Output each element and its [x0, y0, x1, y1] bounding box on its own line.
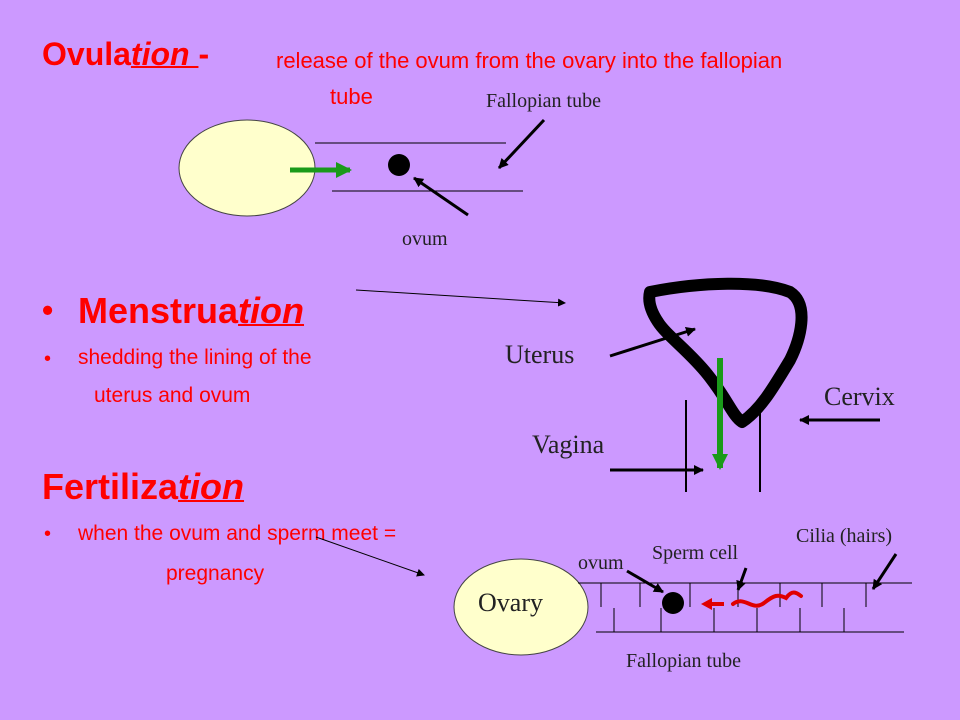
ovulation-title-a: Ovula — [42, 36, 131, 72]
fertilization-title-a: Fertiliza — [42, 466, 179, 507]
fertilization-ovary-shape — [453, 558, 589, 656]
sperm-cell-pointer — [736, 567, 748, 591]
cilia-pointer — [871, 553, 898, 590]
menstruation-heading: Menstruation — [78, 290, 304, 332]
menstruation-bullet: • — [42, 292, 54, 328]
fertilization-fallopian-tube-label: Fallopian tube — [626, 650, 741, 672]
vagina-label: Vagina — [532, 430, 605, 459]
fertilization-heading: Fertilization — [42, 466, 244, 508]
fertilization-pointer — [315, 536, 425, 577]
ovulation-ovum-label: ovum — [402, 228, 448, 250]
ovulation-description-line1: release of the ovum from the ovary into … — [276, 48, 783, 73]
sperm-cell-label: Sperm cell — [652, 542, 739, 564]
ovulation-fallopian-tube-label: Fallopian tube — [486, 90, 601, 112]
uterus-label: Uterus — [505, 340, 575, 369]
sperm-cell-arrowhead — [701, 598, 712, 610]
sperm-cell-tail — [731, 590, 803, 608]
fertilization-title-b: tion — [178, 466, 245, 507]
menstruation-description-line2: uterus and ovum — [94, 384, 251, 407]
fertilization-sub-bullet: • — [44, 523, 52, 545]
cilia-label: Cilia (hairs) — [796, 525, 893, 547]
fertilization-description-line2: pregnancy — [166, 562, 265, 585]
cilia-group — [600, 583, 867, 632]
fertilization-ovum-label: ovum — [578, 552, 624, 574]
menstruation-pointer — [355, 289, 566, 307]
ovulation-title-b: tion — [130, 36, 199, 72]
menstruation-title-b: tion — [238, 290, 305, 331]
uterus-outline — [643, 277, 808, 428]
ovulation-description-line2: tube — [330, 84, 373, 109]
menstruation-description-line1: shedding the lining of the — [78, 346, 312, 369]
menstruation-title-a: Menstrua — [78, 290, 239, 331]
ovulation-ovum-pointer — [413, 176, 469, 217]
ovulation-ovum-dot — [388, 154, 410, 176]
ovulation-title-dash: - — [198, 36, 210, 72]
ovulation-heading: Ovulation - — [42, 36, 209, 73]
ovulation-tube-pointer — [497, 118, 546, 170]
fertilization-ovum-pointer — [626, 569, 664, 594]
fertilization-description-line1: when the ovum and sperm meet = — [78, 522, 397, 545]
uterus-pointer — [609, 326, 696, 358]
fertilization-ovum-dot — [662, 592, 684, 614]
cervix-label: Cervix — [824, 382, 895, 411]
fertilization-ovary-label: Ovary — [478, 588, 543, 617]
menstruation-sub-bullet: • — [44, 348, 52, 370]
